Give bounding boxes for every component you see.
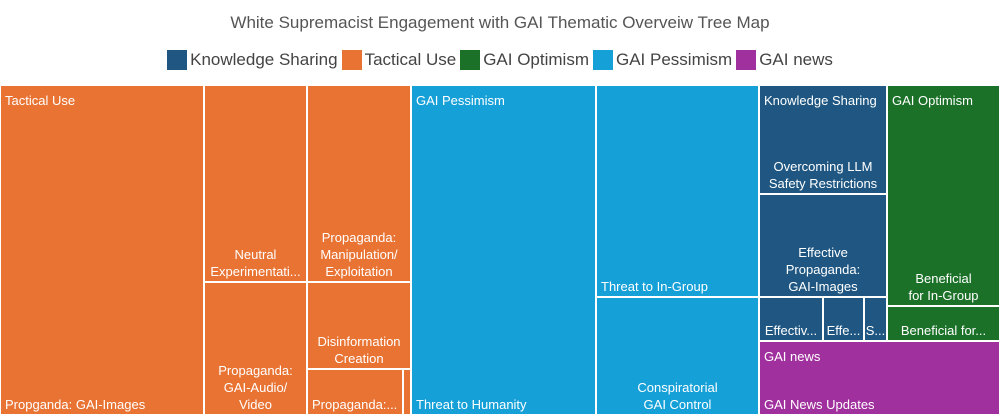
treemap-tile-label: Experimentati... <box>210 264 300 279</box>
treemap-tile-label: Safety Restrictions <box>769 176 878 191</box>
legend-label: Knowledge Sharing <box>190 50 338 69</box>
treemap-tile-label: for In-Group <box>908 288 978 303</box>
treemap-group: GAI News Updates GAI news <box>758 340 1000 415</box>
treemap-group: Propganda: GAI-Images NeutralExperimentat… <box>0 85 412 415</box>
treemap-tile[interactable] <box>203 281 308 415</box>
legend-swatch <box>460 50 481 70</box>
treemap-tile-label: Manipulation/ <box>320 247 398 262</box>
treemap-tile[interactable] <box>595 85 760 298</box>
legend-item[interactable]: Knowledge Sharing <box>167 50 338 70</box>
legend-swatch <box>593 50 613 70</box>
treemap-tile-label: GAI-Audio/ <box>224 380 288 395</box>
legend-label: GAI Pessimism <box>616 50 733 69</box>
legend-item[interactable]: GAI Pessimism <box>593 50 732 70</box>
treemap-tile-label: GAI News Updates <box>764 397 875 412</box>
treemap-tile-label: Video <box>239 397 272 412</box>
legend-swatch <box>167 50 188 70</box>
treemap-tile-label: Threat to Humanity <box>416 397 527 412</box>
treemap-tile-label: Propaganda: <box>218 363 292 378</box>
treemap-tile-label: Beneficial for... <box>901 323 986 338</box>
treemap-tile[interactable] <box>886 85 1000 307</box>
treemap-tile-label: Overcoming LLM <box>774 159 873 174</box>
treemap-tile-label: Effe... <box>827 323 861 338</box>
treemap-tile-label: Effectiv... <box>765 323 817 338</box>
treemap-group: Overcoming LLM Safety RestrictionsEffecti… <box>758 85 888 342</box>
treemap-tile-label: GAI-Images <box>788 279 858 294</box>
treemap-tile-label: Threat to In-Group <box>601 279 708 294</box>
treemap-tile-label: Creation <box>334 351 383 366</box>
legend-label: GAI Optimism <box>483 50 589 69</box>
treemap-tile-label: S... <box>866 323 886 338</box>
treemap-group-label: GAI Pessimism <box>416 93 505 108</box>
legend-label: Tactical Use <box>364 50 457 69</box>
treemap-tile-label: Propaganda: <box>786 262 860 277</box>
treemap-plot: Propganda: GAI-Images NeutralExperimentat… <box>0 85 1000 415</box>
treemap-tile[interactable] <box>306 281 412 370</box>
chart-title: White Supremacist Engagement with GAI Th… <box>230 13 770 32</box>
legend-item[interactable]: GAI news <box>736 50 833 70</box>
treemap-tile-label: Beneficial <box>915 271 971 286</box>
legend-swatch <box>341 50 362 70</box>
treemap-tile[interactable] <box>410 85 597 415</box>
treemap-tile-label: Propganda: GAI-Images <box>5 397 146 412</box>
legend-item[interactable]: GAI Optimism <box>460 50 589 70</box>
legend-swatch <box>736 50 757 70</box>
treemap-group-label: Tactical Use <box>5 93 75 108</box>
treemap-tile[interactable] <box>0 85 205 415</box>
treemap-tile-label: Exploitation <box>325 264 392 279</box>
treemap-group-label: GAI Optimism <box>892 93 973 108</box>
treemap-tile[interactable] <box>758 296 824 342</box>
treemap-tile-label: Effective <box>798 245 848 260</box>
treemap-tile-label: Conspiratorial <box>637 380 717 395</box>
treemap-tile-label: Neutral <box>235 247 277 262</box>
treemap-tile-label: Propaganda:... <box>312 397 397 412</box>
treemap-tile[interactable] <box>203 85 308 283</box>
treemap-tile[interactable] <box>758 193 888 298</box>
treemap-tile-label: Propaganda: <box>322 230 396 245</box>
treemap-tile[interactable] <box>306 368 404 415</box>
treemap-group-label: GAI news <box>764 349 821 364</box>
treemap-tile[interactable] <box>306 85 412 283</box>
treemap-tile-label: GAI Control <box>644 397 712 412</box>
legend: Knowledge Sharing Tactical Use GAI Optim… <box>0 50 1000 70</box>
treemap-group-label: Knowledge Sharing <box>764 93 877 108</box>
treemap-tile[interactable] <box>595 296 760 415</box>
treemap-tile[interactable] <box>402 368 412 415</box>
legend-item[interactable]: Tactical Use <box>341 50 457 70</box>
treemap-tile[interactable] <box>758 340 1000 415</box>
treemap-tile-label: Disinformation <box>317 334 400 349</box>
treemap-group: Threat to Humanity Threat to In-GroupCons… <box>410 85 760 415</box>
treemap-tile[interactable] <box>886 305 1000 342</box>
legend-label: GAI news <box>759 50 833 69</box>
